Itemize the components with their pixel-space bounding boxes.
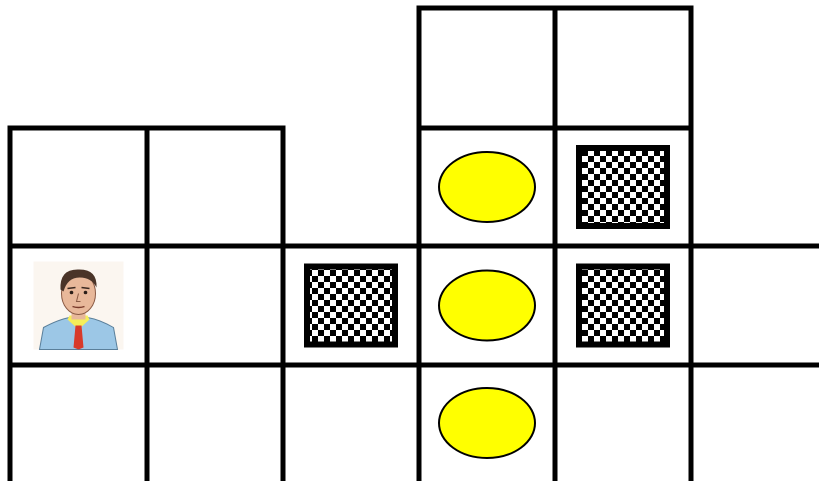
goal-markers (439, 152, 535, 458)
yellow-ball-icon (439, 388, 535, 458)
yellow-ball-icon (439, 152, 535, 222)
checkered-box-icon (304, 264, 398, 348)
man-portrait-icon (34, 262, 124, 350)
player (34, 262, 124, 350)
checkered-box-icon (576, 145, 670, 229)
checkered-box-icon (576, 264, 670, 348)
grid-lines (10, 8, 819, 481)
yellow-ball-icon (439, 271, 535, 341)
